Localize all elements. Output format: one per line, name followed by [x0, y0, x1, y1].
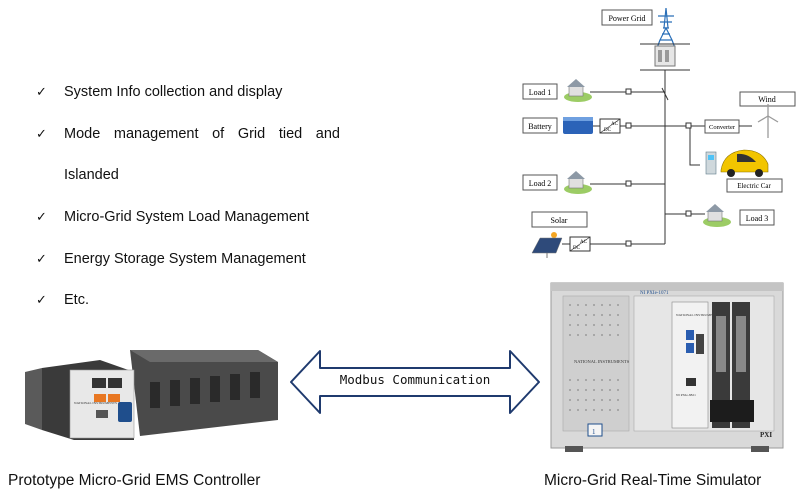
load1-label: Load 1 [529, 88, 551, 97]
dc-label: DC [604, 128, 612, 133]
load2-box [522, 174, 558, 191]
battery-box [522, 117, 558, 134]
ac-label: AC [611, 122, 619, 127]
electric-car-box [726, 178, 783, 193]
dc-ac-converter-icon: DC AC [599, 118, 621, 134]
simulator-caption: Micro-Grid Real-Time Simulator [544, 472, 762, 489]
simulator-slot-label: NI PXIe-8821 [676, 393, 696, 397]
simulator-pxi: PXI [760, 431, 772, 439]
power-button[interactable]: 1 [592, 428, 596, 436]
controller-module: NATIONAL INSTRUMENTS [25, 360, 135, 440]
feature-text: Micro-Grid System Load Management [64, 209, 309, 225]
solar-label: Solar [551, 216, 568, 225]
converter-label: Converter [709, 124, 736, 131]
battery-label: Battery [528, 122, 552, 131]
power-grid-label: Power Grid [608, 14, 645, 23]
io-modules [712, 302, 750, 428]
load3-label: Load 3 [746, 214, 768, 223]
house-icon [703, 204, 731, 227]
breaker-switch [661, 87, 669, 101]
controller-brand: NATIONAL INSTRUMENTS [74, 401, 117, 405]
simulator-brand-left: NATIONAL INSTRUMENTS [574, 359, 630, 364]
ac-label: AC [580, 240, 588, 245]
transformer-icon [640, 43, 690, 71]
check-icon: ✓ [36, 209, 47, 224]
electric-car-icon [720, 149, 769, 177]
check-icon: ✓ [36, 292, 47, 307]
electric-car-label: Electric Car [737, 182, 771, 190]
simulator-brand-right: NATIONAL INSTRUMENTS [676, 313, 719, 317]
solar-box [531, 211, 588, 228]
controller-slot: NATIONAL INSTRUMENTS NI PXIe-8821 [671, 301, 719, 429]
modbus-label: Modbus Communication [339, 372, 491, 387]
load1-box [522, 83, 558, 100]
check-icon: ✓ [36, 251, 47, 266]
controller-caption: Prototype Micro-Grid EMS Controller [8, 472, 261, 489]
solar-panel-icon [531, 232, 563, 258]
load2-label: Load 2 [529, 179, 551, 188]
power-grid-box [601, 9, 653, 26]
feature-text: Mode management of Grid tied and [64, 126, 340, 142]
feature-text: System Info collection and display [64, 84, 283, 100]
battery-icon [563, 117, 593, 134]
feature-text: Etc. [64, 292, 89, 308]
house-icon [564, 79, 592, 102]
wind-turbine-icon [757, 104, 779, 138]
wind-label: Wind [758, 95, 775, 104]
check-icon: ✓ [36, 84, 47, 99]
feature-text: Energy Storage System Management [64, 251, 306, 267]
load3-box [739, 209, 775, 226]
vent-grid [569, 304, 619, 411]
house-icon [564, 171, 592, 194]
charger-icon [705, 151, 717, 175]
simulator-model: NI PXIe-1071 [640, 291, 669, 296]
dc-label: DC [573, 246, 581, 251]
controller-chassis [130, 350, 278, 436]
feature-text: Islanded [64, 167, 119, 183]
check-icon: ✓ [36, 126, 47, 141]
